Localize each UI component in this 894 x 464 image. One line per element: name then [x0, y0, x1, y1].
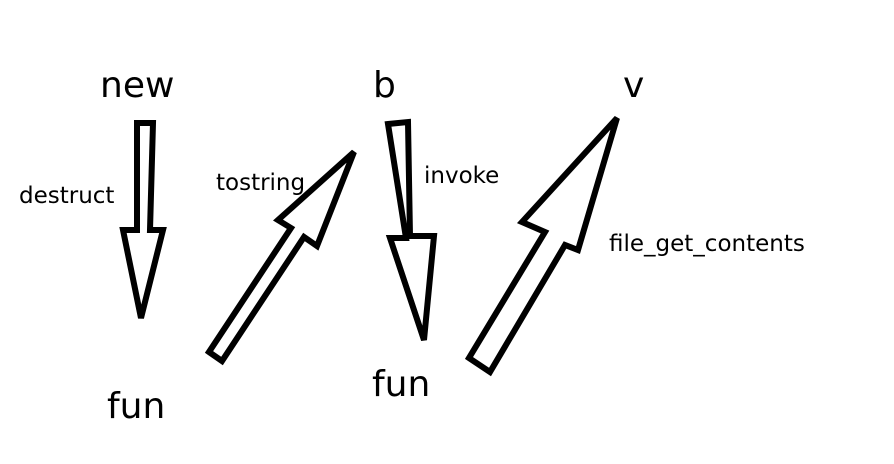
arrow-file-get-contents	[464, 115, 620, 377]
edge-label-tostring: tostring	[216, 170, 306, 196]
edge-label-file-get-contents: file_get_contents	[609, 231, 805, 257]
node-fun-left: fun	[107, 386, 166, 427]
node-new: new	[100, 65, 175, 106]
edge-label-invoke: invoke	[424, 163, 500, 189]
edge-label-destruct: destruct	[19, 183, 115, 209]
node-v: v	[623, 65, 645, 106]
arrow-invoke	[384, 118, 438, 341]
node-fun-right: fun	[372, 364, 431, 405]
node-b: b	[373, 65, 396, 106]
arrow-tostring	[204, 149, 357, 366]
arrow-destruct	[119, 120, 167, 319]
